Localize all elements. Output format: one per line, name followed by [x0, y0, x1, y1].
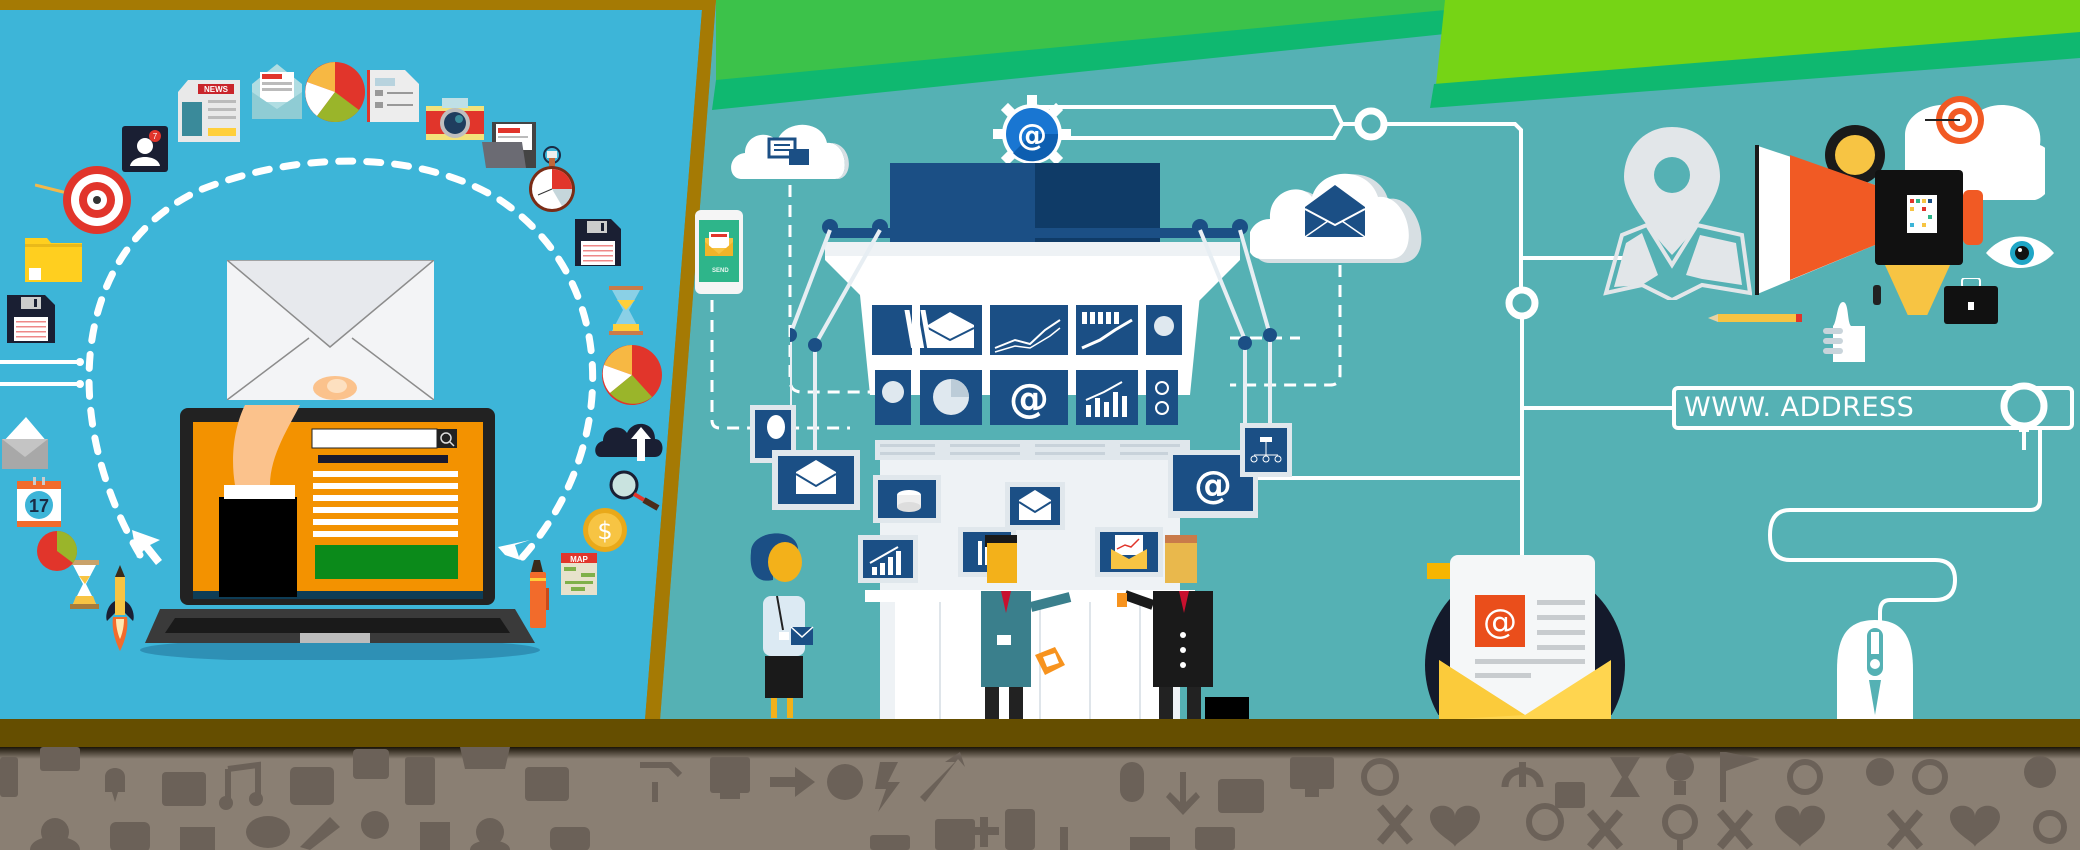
camera-icon — [426, 98, 484, 142]
dashed-orbit — [0, 0, 720, 720]
screen-email-chart — [1095, 527, 1165, 579]
svg-text:$: $ — [597, 517, 612, 545]
pencil-icon — [1708, 313, 1808, 323]
businessman-left — [975, 535, 1125, 720]
screen-database — [873, 475, 943, 525]
icon-pattern-footer — [0, 747, 2080, 850]
envelope-icon — [227, 260, 434, 400]
shelf-bar — [0, 719, 2080, 747]
cta-block — [315, 545, 458, 579]
marker-pen-icon — [528, 560, 550, 632]
pie-chart-icon — [305, 62, 367, 124]
document-icon — [367, 70, 419, 122]
thumbs-up-icon — [1823, 302, 1869, 364]
target-icon — [35, 165, 135, 240]
pie-chart-icon — [602, 345, 664, 407]
user-notification-icon: 7 — [122, 126, 170, 174]
magnifier-icon — [608, 470, 660, 512]
mail-newsletter-icon — [252, 64, 302, 122]
address-bar[interactable]: WWW. ADDRESS — [1672, 386, 2074, 430]
open-envelope-icon — [2, 417, 50, 471]
chat-cloud-icon — [727, 113, 852, 181]
screen-growth-chart — [858, 535, 920, 585]
phone-icon[interactable]: SEND — [695, 210, 745, 296]
hourglass-icon — [609, 286, 644, 336]
address-bar-text: WWW. ADDRESS — [1684, 392, 1915, 423]
rocket-pencil-icon — [105, 565, 135, 653]
svg-text:7: 7 — [153, 132, 158, 141]
magnifier-icon[interactable] — [1998, 380, 2054, 450]
screen-at-sign: @ — [1168, 450, 1260, 520]
screen-org-chart — [1240, 423, 1294, 479]
screen-envelope — [772, 450, 862, 512]
map-icon: MAP — [561, 553, 597, 597]
svg-text:@: @ — [1017, 118, 1047, 153]
folder-icon — [25, 238, 83, 284]
folder-documents-icon — [482, 122, 538, 172]
svg-text:@: @ — [1483, 602, 1517, 642]
email-letter-icon: @ — [1425, 555, 1635, 720]
svg-text:@: @ — [1194, 463, 1232, 507]
svg-text:NEWS: NEWS — [204, 85, 229, 94]
shelf-shadow — [0, 747, 2080, 759]
at-gear-icon: @ — [993, 95, 1071, 173]
cloud-upload-icon — [593, 413, 665, 467]
map-pin-icon[interactable] — [1602, 125, 1752, 300]
svg-text:@: @ — [1009, 376, 1049, 422]
floppy-disk-icon — [7, 295, 57, 345]
screen-envelope-2 — [1005, 482, 1067, 532]
newspaper-icon: NEWS — [178, 80, 244, 144]
computer-mouse-icon[interactable] — [1835, 620, 1915, 720]
operator-woman — [733, 530, 833, 720]
laptop — [140, 405, 540, 660]
stopwatch-icon — [528, 143, 580, 215]
floppy-disk-icon — [575, 219, 623, 267]
svg-text:17: 17 — [29, 496, 49, 516]
dollar-coin-icon: $ — [582, 507, 628, 553]
network-lines — [710, 105, 2042, 630]
calendar-icon: 17 — [17, 477, 63, 529]
cloud-envelope-icon — [1250, 163, 1435, 265]
briefcase-icon — [1942, 278, 2000, 326]
pie-chart-icon — [37, 531, 79, 573]
svg-text:MAP: MAP — [570, 555, 588, 564]
megaphone-icon[interactable] — [1755, 95, 2045, 315]
eye-icon — [1984, 235, 2056, 271]
hourglass-icon — [70, 560, 100, 610]
send-button[interactable]: SEND — [712, 268, 729, 274]
businessman-right — [1105, 535, 1265, 720]
